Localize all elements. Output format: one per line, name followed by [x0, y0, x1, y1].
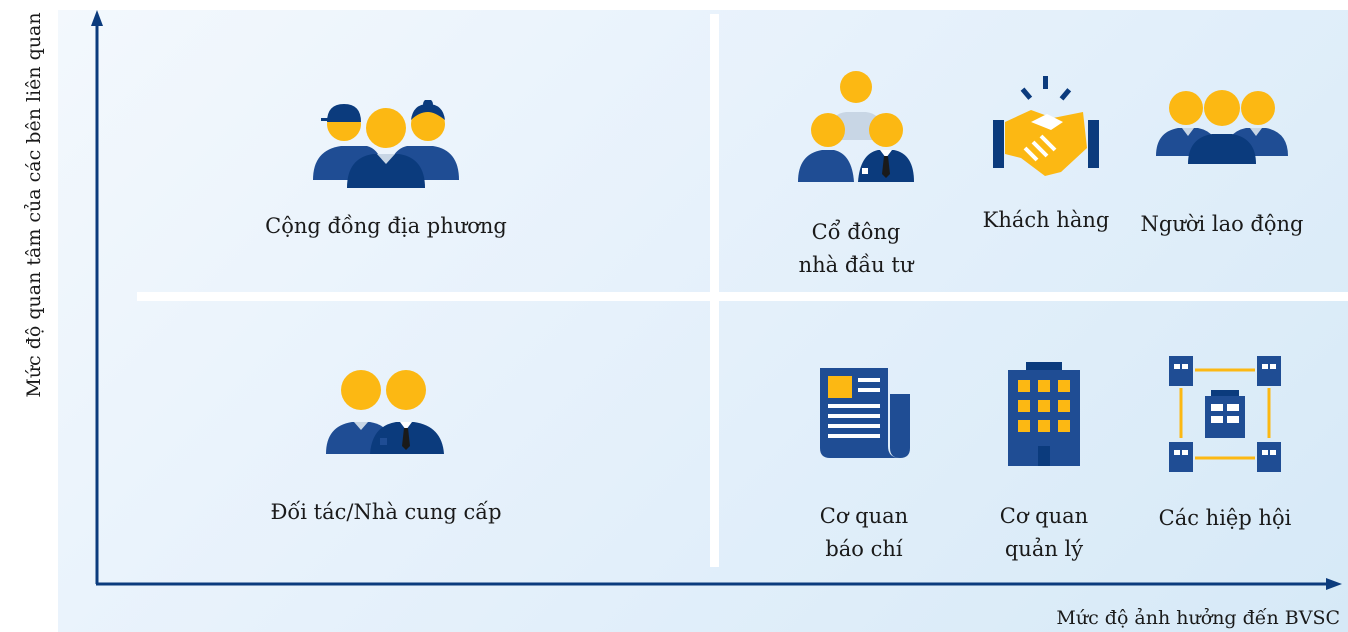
office-building-icon	[1008, 362, 1080, 466]
employees-icon	[1156, 90, 1288, 164]
stakeholder-label: Cộng đồng địa phương	[265, 214, 507, 238]
stakeholder-customers: Khách hàng	[966, 74, 1126, 237]
stakeholder-local-community: Cộng đồng địa phương	[246, 100, 526, 243]
stakeholder-label: Cổ đông nhà đầu tư	[798, 220, 914, 277]
handshake-icon	[993, 76, 1099, 176]
stakeholder-label: Cơ quan quản lý	[999, 504, 1089, 561]
x-axis-label: Mức độ ảnh hưởng đến BVSC	[1056, 607, 1340, 629]
stakeholder-label: Các hiệp hội	[1158, 506, 1292, 530]
matrix-background	[58, 10, 1348, 632]
stakeholder-label: Người lao động	[1140, 212, 1304, 236]
stakeholder-label: Khách hàng	[982, 208, 1110, 232]
shareholders-icon	[798, 71, 914, 182]
community-icon	[313, 100, 459, 188]
horizontal-divider	[137, 292, 1348, 301]
x-axis-arrow	[1326, 578, 1342, 590]
y-axis-arrow	[91, 10, 103, 26]
stakeholder-associations: Các hiệp hội	[1140, 354, 1310, 535]
stakeholder-press: Cơ quan báo chí	[784, 366, 944, 566]
stakeholder-shareholders: Cổ đông nhà đầu tư	[776, 70, 936, 282]
stakeholder-label: Đối tác/Nhà cung cấp	[270, 500, 502, 524]
stakeholder-label: Cơ quan báo chí	[819, 504, 909, 561]
stakeholder-employees: Người lao động	[1130, 88, 1314, 241]
vertical-divider	[710, 14, 719, 567]
newspaper-icon	[820, 368, 910, 458]
stakeholder-partners-suppliers: Đối tác/Nhà cung cấp	[246, 368, 526, 529]
partners-icon	[326, 370, 444, 454]
association-network-icon	[1169, 356, 1281, 472]
stakeholder-regulators: Cơ quan quản lý	[964, 360, 1124, 566]
